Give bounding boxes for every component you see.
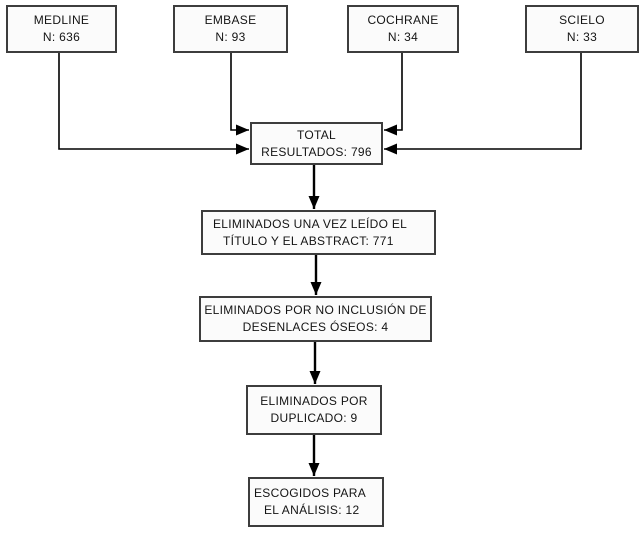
node-escogidos-analisis: ESCOGIDOS PARA EL ANÁLISIS: 12	[248, 477, 384, 527]
node-embase-count: N: 93	[215, 30, 246, 44]
connector-medline-total	[58, 53, 249, 155]
node-scielo-name: SCIELO	[559, 13, 605, 27]
node-step1-line1: ELIMINADOS UNA VEZ LEÍDO EL	[213, 216, 408, 231]
connector-scielo-total	[384, 53, 582, 155]
node-eliminados-titulo-abstract: ELIMINADOS UNA VEZ LEÍDO EL TÍTULO Y EL …	[201, 210, 436, 255]
node-total-resultados: TOTAL RESULTADOS: 796	[250, 122, 383, 165]
node-eliminados-duplicado: ELIMINADOS POR DUPLICADO: 9	[246, 385, 382, 435]
node-step4-line1: ESCOGIDOS PARA	[254, 486, 367, 500]
node-medline-count: N: 636	[42, 30, 81, 44]
node-step1-line2: TÍTULO Y EL ABSTRACT: 771	[223, 233, 394, 248]
node-embase: EMBASE N: 93	[173, 5, 288, 53]
node-step3-line2: DUPLICADO: 9	[270, 411, 358, 425]
node-step2-line2: DESENLACES ÓSEOS: 4	[242, 320, 389, 334]
node-total-line2: RESULTADOS: 796	[261, 144, 372, 159]
connector-cochrane-total	[384, 53, 403, 136]
node-embase-name: EMBASE	[204, 13, 257, 27]
node-eliminados-desenlaces-oseos: ELIMINADOS POR NO INCLUSIÓN DE DESENLACE…	[199, 296, 432, 342]
node-cochrane: COCHRANE N: 34	[347, 5, 459, 53]
node-medline-name: MEDLINE	[33, 13, 90, 27]
node-step3-line1: ELIMINADOS POR	[260, 394, 368, 408]
node-step4-line2: EL ANÁLISIS: 12	[264, 503, 360, 517]
node-total-line1: TOTAL	[296, 127, 337, 142]
node-cochrane-name: COCHRANE	[367, 13, 439, 27]
connector-embase-total	[230, 53, 249, 136]
node-cochrane-count: N: 34	[387, 30, 419, 44]
node-scielo: SCIELO N: 33	[525, 5, 639, 53]
node-medline: MEDLINE N: 636	[6, 5, 117, 53]
node-step2-line1: ELIMINADOS POR NO INCLUSIÓN DE	[204, 303, 427, 317]
node-scielo-count: N: 33	[566, 30, 598, 44]
